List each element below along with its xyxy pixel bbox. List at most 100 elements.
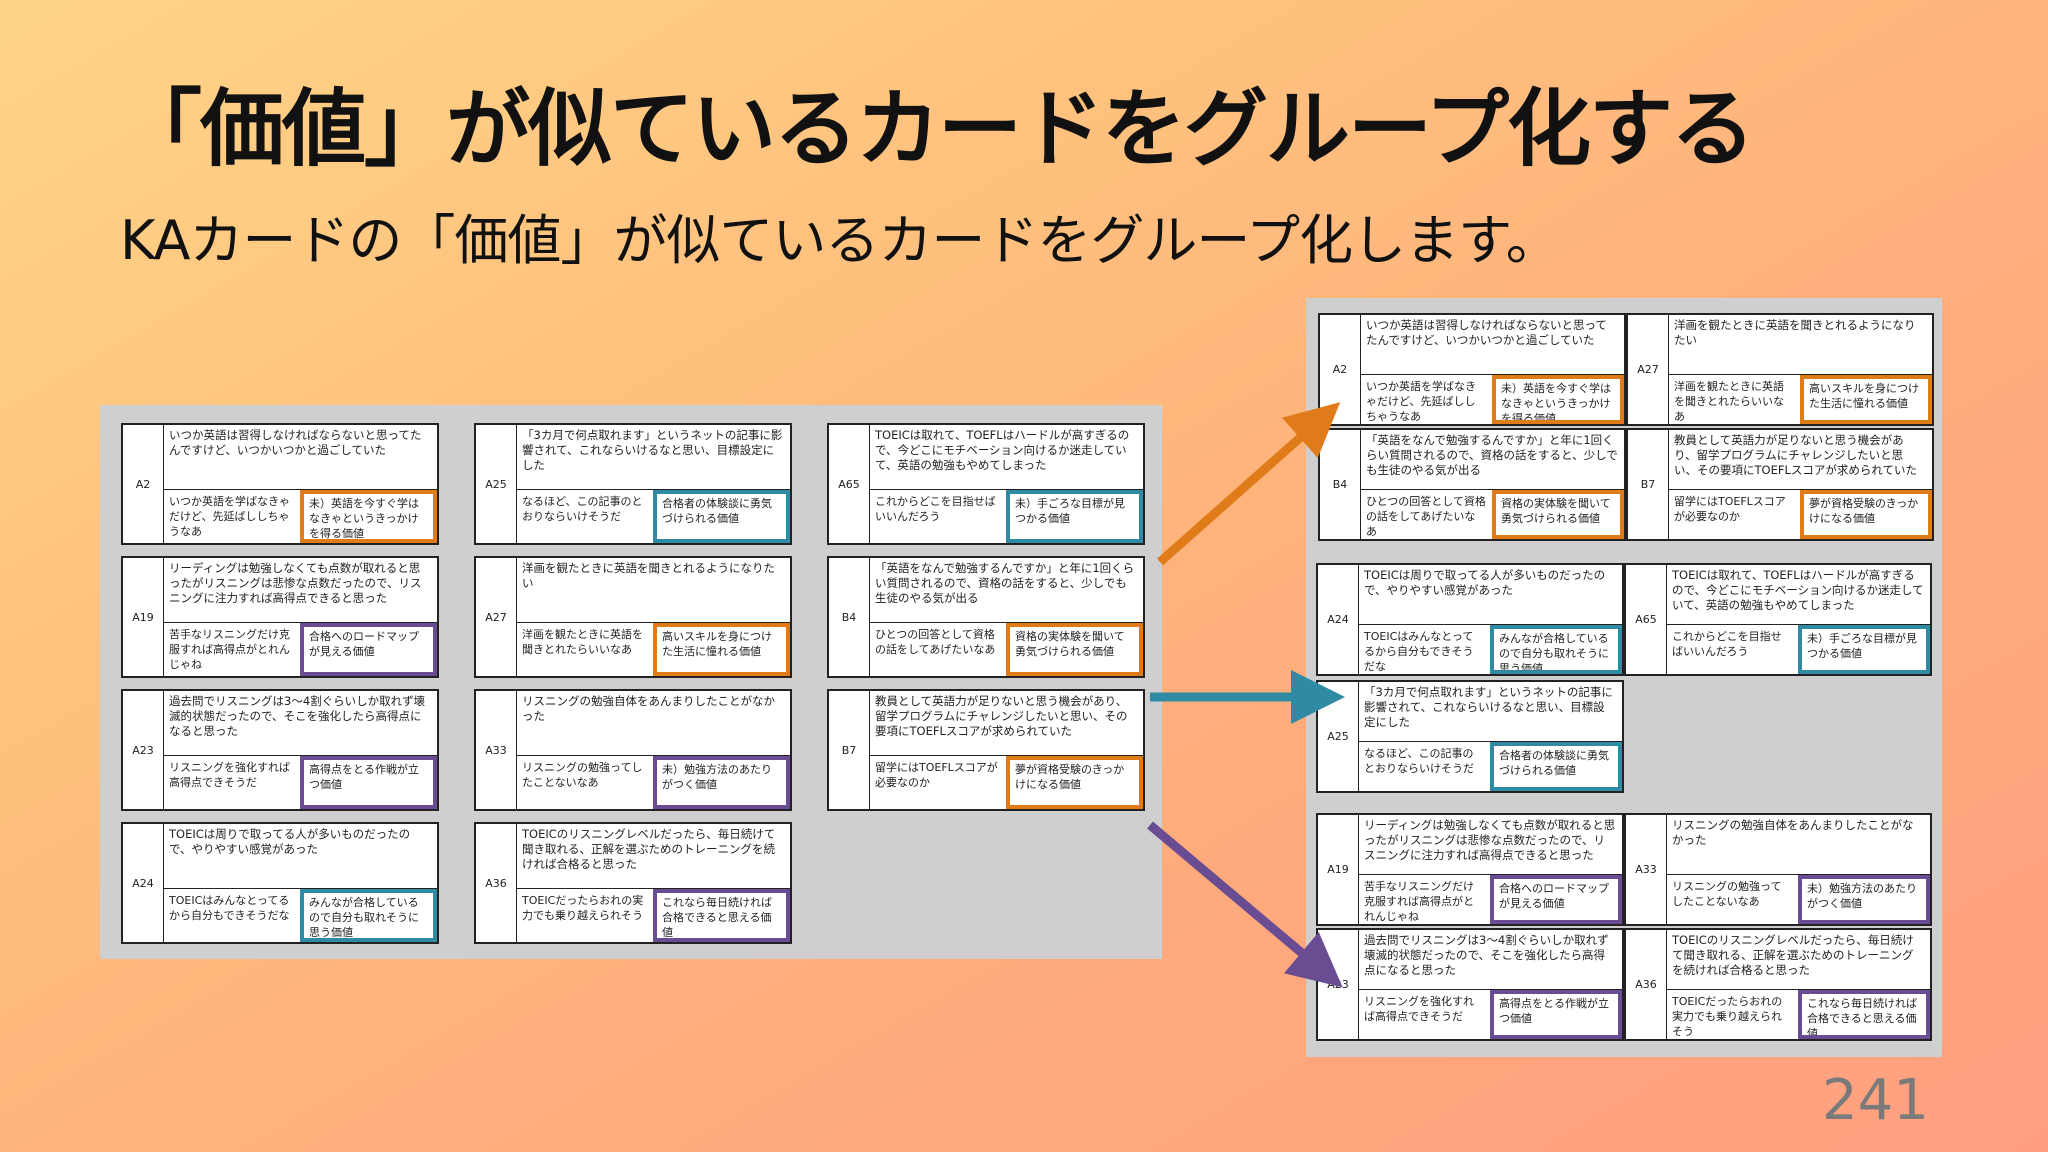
card-value-text: 夢が資格受験のきっかけになる価値 <box>1006 755 1143 809</box>
card-id: A36 <box>476 824 517 942</box>
card-id: A33 <box>476 691 517 809</box>
card-id: A19 <box>1318 815 1359 924</box>
card-value-text: みんなが合格しているので自分も取れそうに思う価値 <box>1490 624 1622 674</box>
card-event-text: いつか英語は習得しなければならないと思ってたんですけど、いつかいつかと過ごしてい… <box>1360 315 1624 375</box>
card-event-text: 「3カ月で何点取れます」というネットの記事に影響されて、これならいけるなと思い、… <box>1358 682 1622 742</box>
card-abstraction-text: TOEICだったらおれの実力でも乗り越えられそう <box>522 893 644 922</box>
card-value-text: 夢が資格受験のきっかけになる価値 <box>1800 489 1932 539</box>
purple-group-arrow <box>1147 821 1343 988</box>
card-id: A25 <box>476 425 517 543</box>
card-abstraction-text: なるほど、この記事のとおりならいけそうだ <box>1364 746 1474 775</box>
card-id: B7 <box>829 691 870 809</box>
card-event-text: 過去問でリスニングは3〜4割ぐらいしか取れず壊滅的状態だったので、そこを強化した… <box>163 691 437 756</box>
left-ka-card-b4: B4「英語をなんで勉強するんですか」と年に1回くらい質問されるので、資格の話をす… <box>827 556 1145 678</box>
card-abstraction-text: リスニングを強化すれば高得点できそうだ <box>1364 994 1474 1023</box>
card-event-text: 「英語をなんで勉強するんですか」と年に1回くらい質問されるので、資格の話をすると… <box>1360 430 1624 490</box>
page-title: 「価値」が似ているカードをグループ化する <box>118 80 1755 178</box>
card-event-text: リスニングの勉強自体をあんまりしたことがなかった <box>516 691 790 756</box>
card-value-text: 未）勉強方法のあたりがつく価値 <box>1798 874 1930 924</box>
card-value-text: 高得点をとる作戦が立つ価値 <box>1490 989 1622 1039</box>
card-id: A27 <box>1628 315 1669 424</box>
card-id: A19 <box>123 558 164 676</box>
card-abstraction-text: 留学にはTOEFLスコアが必要なのか <box>875 760 998 789</box>
card-abstraction-text: 苦手なリスニングだけ克服すれば高得点がとれんじゃね <box>1364 879 1474 923</box>
card-value-text: 高いスキルを身につけた生活に憧れる価値 <box>1800 374 1932 424</box>
card-id: B7 <box>1628 430 1669 539</box>
card-event-text: 過去問でリスニングは3〜4割ぐらいしか取れず壊滅的状態だったので、そこを強化した… <box>1358 930 1622 990</box>
card-abstraction-text: リスニングの勉強ってしたことないなあ <box>522 760 643 789</box>
page-subtitle: KAカードの「価値」が似ているカードをグループ化します。 <box>120 209 1560 272</box>
card-id: B4 <box>1320 430 1361 539</box>
card-value-text: みんなが合格しているので自分も取れそうに思う価値 <box>300 888 437 942</box>
orange-group-arrow <box>1157 402 1341 566</box>
card-event-text: リーディングは勉強しなくても点数が取れると思ったがリスニングは悲惨な点数だったの… <box>1358 815 1622 875</box>
card-abstraction-text: 苦手なリスニングだけ克服すれば高得点がとれんじゃね <box>169 627 290 671</box>
card-event-text: TOEICは取れて、TOEFLはハードルが高すぎるので、今どこにモチベーション向… <box>869 425 1143 490</box>
card-abstraction-text: ひとつの回答として資格の話をしてあげたいなあ <box>875 627 996 656</box>
card-event-text: いつか英語は習得しなければならないと思ってたんですけど、いつかいつかと過ごしてい… <box>163 425 437 490</box>
card-value-text: 未）勉強方法のあたりがつく価値 <box>653 755 790 809</box>
card-id: A33 <box>1626 815 1667 924</box>
card-value-text: 未）手ごろな目標が見つかる価値 <box>1798 624 1930 674</box>
card-abstraction-text: リスニングの勉強ってしたことないなあ <box>1672 879 1782 908</box>
card-event-text: 「英語をなんで勉強するんですか」と年に1回くらい質問されるので、資格の話をすると… <box>869 558 1143 623</box>
grouped-ka-card-b4: B4「英語をなんで勉強するんですか」と年に1回くらい質問されるので、資格の話をす… <box>1318 428 1626 541</box>
page-number: 241 <box>1822 1068 1929 1133</box>
card-id: A2 <box>1320 315 1361 424</box>
card-id: B4 <box>829 558 870 676</box>
card-event-text: リーディングは勉強しなくても点数が取れると思ったがリスニングは悲惨な点数だったの… <box>163 558 437 623</box>
card-id: A25 <box>1318 682 1359 791</box>
card-value-text: 合格者の体験談に勇気づけられる価値 <box>653 489 790 543</box>
card-event-text: TOEICは取れて、TOEFLはハードルが高すぎるので、今どこにモチベーション向… <box>1666 565 1930 625</box>
card-abstraction-text: TOEICはみんなとってるから自分もできそうだな <box>1364 629 1474 673</box>
card-value-text: 高得点をとる作戦が立つ価値 <box>300 755 437 809</box>
card-id: A27 <box>476 558 517 676</box>
card-abstraction-text: 留学にはTOEFLスコアが必要なのか <box>1674 494 1786 523</box>
card-event-text: 教員として英語力が足りないと思う機会があり、留学プログラムにチャレンジしたいと思… <box>869 691 1143 756</box>
card-event-text: TOEICは周りで取ってる人が多いものだったので、やりやすい感覚があった <box>163 824 437 889</box>
card-abstraction-text: 洋画を観たときに英語を聞きとれたらいいなあ <box>522 627 643 656</box>
left-ka-card-a25: A25「3カ月で何点取れます」というネットの記事に影響されて、これならいけるなと… <box>474 423 792 545</box>
card-value-text: 未）英語を今すぐ学はなきゃというきっかけを得る価値 <box>300 489 437 543</box>
card-id: A36 <box>1626 930 1667 1039</box>
card-abstraction-text: TOEICだったらおれの実力でも乗り越えられそう <box>1672 994 1783 1038</box>
card-abstraction-text: これからどこを目指せばいいんだろう <box>875 494 996 523</box>
card-value-text: 未）手ごろな目標が見つかる価値 <box>1006 489 1143 543</box>
card-event-text: リスニングの勉強自体をあんまりしたことがなかった <box>1666 815 1930 875</box>
card-id: A65 <box>829 425 870 543</box>
card-value-text: これなら毎日続ければ合格できると思える価値 <box>653 888 790 942</box>
card-value-text: 合格へのロードマップが見える価値 <box>300 622 437 676</box>
card-value-text: 未）英語を今すぐ学はなきゃというきっかけを得る価値 <box>1492 374 1624 424</box>
card-id: A24 <box>123 824 164 942</box>
card-value-text: 高いスキルを身につけた生活に憧れる価値 <box>653 622 790 676</box>
grouped-ka-card-a25: A25「3カ月で何点取れます」というネットの記事に影響されて、これならいけるなと… <box>1316 680 1624 793</box>
card-event-text: 「3カ月で何点取れます」というネットの記事に影響されて、これならいけるなと思い、… <box>516 425 790 490</box>
card-event-text: 教員として英語力が足りないと思う機会があり、留学プログラムにチャレンジしたいと思… <box>1668 430 1932 490</box>
card-abstraction-text: いつか英語を学ばなきゃだけど、先延ばししちゃうなあ <box>1366 379 1476 423</box>
card-event-text: 洋画を観たときに英語を聞きとれるようになりたい <box>1668 315 1932 375</box>
card-value-text: 資格の実体験を聞いて勇気づけられる価値 <box>1492 489 1624 539</box>
card-event-text: 洋画を観たときに英語を聞きとれるようになりたい <box>516 558 790 623</box>
card-abstraction-text: TOEICはみんなとってるから自分もできそうだな <box>169 893 290 922</box>
card-event-text: TOEICのリスニングレベルだったら、毎日続けて聞き取れる、正解を選ぶためのトレ… <box>1666 930 1930 990</box>
card-abstraction-text: リスニングを強化すれば高得点できそうだ <box>169 760 290 789</box>
card-abstraction-text: なるほど、この記事のとおりならいけそうだ <box>522 494 643 523</box>
card-value-text: 合格へのロードマップが見える価値 <box>1490 874 1622 924</box>
